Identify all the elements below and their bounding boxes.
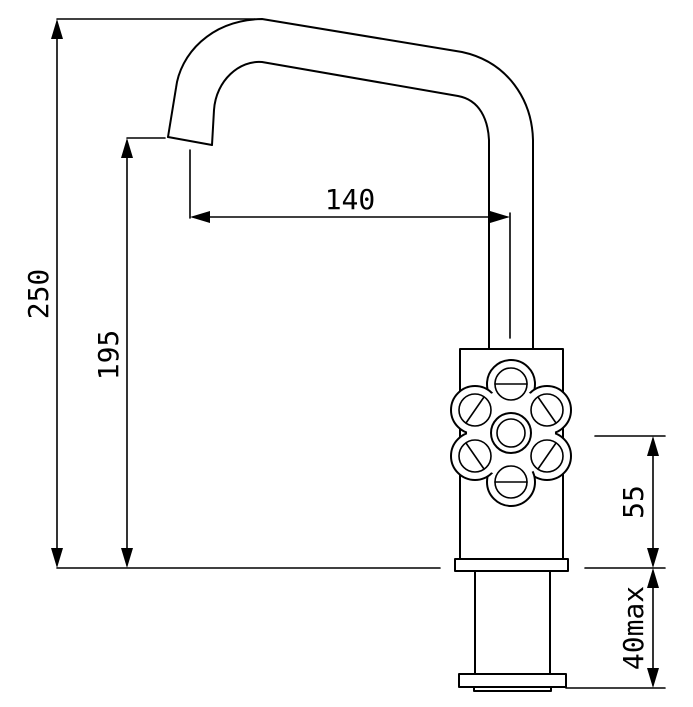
faucet-base <box>454 558 569 692</box>
dimension-label-40max: 40max <box>617 586 650 670</box>
dimension-label-195: 195 <box>92 330 125 381</box>
dimension-label-55: 55 <box>617 485 650 519</box>
extension-lines <box>56 18 666 689</box>
dimension-spout-height: 195 <box>92 138 133 568</box>
dimension-label-250: 250 <box>22 269 55 320</box>
faucet-spout <box>167 18 534 349</box>
dimension-label-140: 140 <box>325 183 376 216</box>
rosette-handle <box>450 359 572 507</box>
dimension-total-height: 250 <box>22 19 63 568</box>
dimension-deck-thickness: 40max <box>617 568 659 688</box>
dimension-handle-height: 55 <box>617 436 659 568</box>
dimension-spout-reach: 140 <box>190 183 510 223</box>
